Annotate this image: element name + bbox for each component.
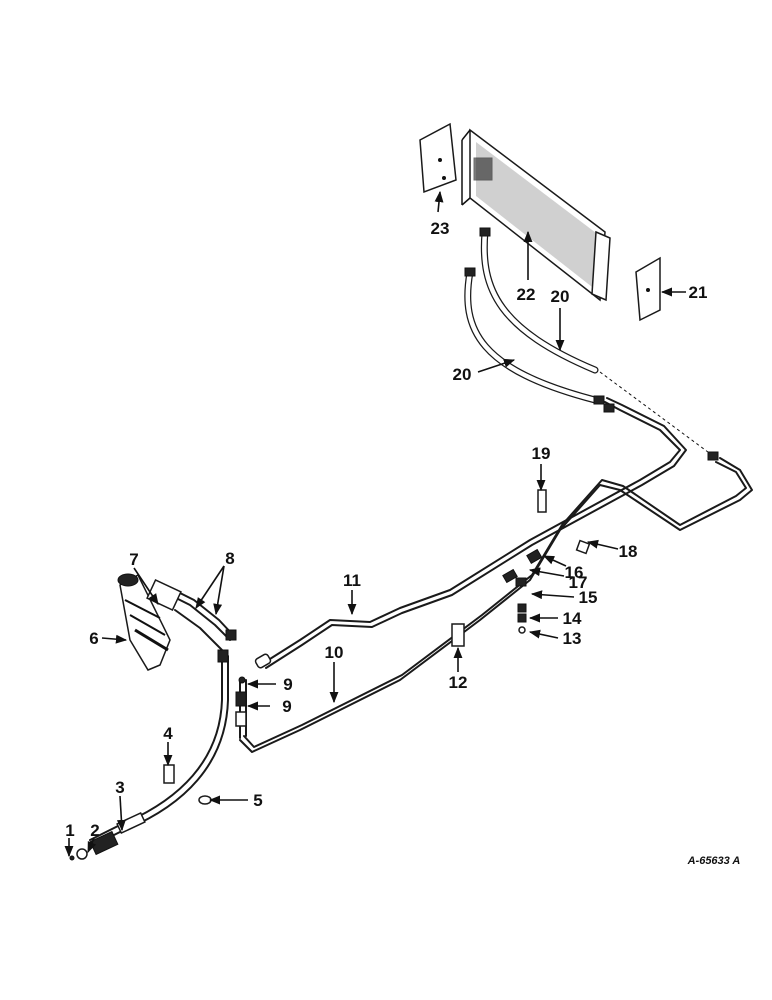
cooler-bracket-left xyxy=(419,122,457,194)
callout-18: 18 xyxy=(619,542,638,561)
callout-12: 11 xyxy=(343,571,361,590)
steel-tubes xyxy=(89,397,753,847)
callout-10: 9 xyxy=(282,697,291,716)
callout-7: 7 xyxy=(129,550,138,569)
callout-22: 22 xyxy=(517,285,536,304)
callout-3: 3 xyxy=(115,778,124,797)
callout-20-upper: 20 xyxy=(551,287,570,306)
callout-20-lower: 20 xyxy=(453,365,472,384)
callout-8: 8 xyxy=(225,549,234,568)
callout-15: 14 xyxy=(563,609,582,628)
callout-13: 12 xyxy=(449,673,468,692)
callout-1: 1 xyxy=(65,821,74,840)
callout-6: 6 xyxy=(89,629,98,648)
drawing-code: A-65633 A xyxy=(687,855,741,867)
callout-5: 5 xyxy=(253,791,262,810)
fittings xyxy=(217,395,719,727)
callout-19: 19 xyxy=(532,444,551,463)
callout-14: 13 xyxy=(563,629,582,648)
callout-21: 21 xyxy=(689,283,708,302)
callout-2: 2 xyxy=(90,821,99,840)
cooler-bracket-right xyxy=(635,256,661,322)
callout-16: 15 xyxy=(579,588,598,607)
callout-17: 17 xyxy=(569,573,588,592)
oil-filter xyxy=(117,573,182,671)
callout-9-left: 9 xyxy=(283,675,292,694)
tube-clips xyxy=(163,489,591,805)
callout-4: 4 xyxy=(163,724,173,743)
callout-arrows xyxy=(64,190,686,858)
lower-fittings xyxy=(69,811,146,861)
callout-11: 10 xyxy=(325,643,344,662)
callout-23: 23 xyxy=(431,219,450,238)
cooler-hoses xyxy=(464,227,713,456)
oil-cooler xyxy=(461,128,611,302)
callout-labels: 1 2 3 4 5 6 7 8 9 9 10 11 12 13 14 15 16… xyxy=(65,219,740,867)
callout-9-right: 16 xyxy=(565,563,584,582)
